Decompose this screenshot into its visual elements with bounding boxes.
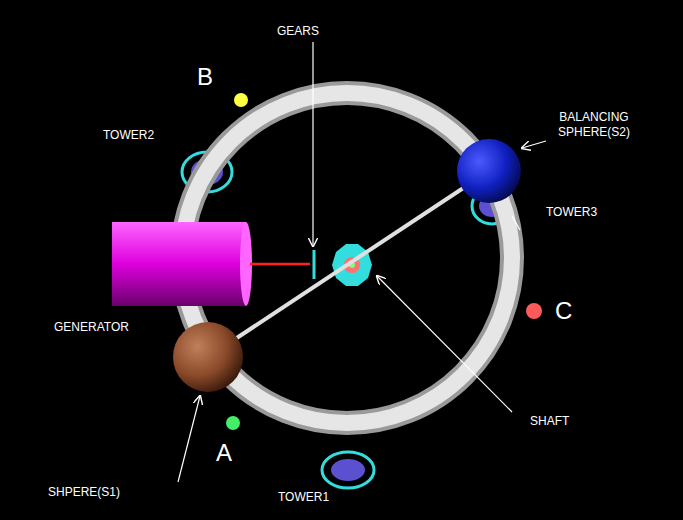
part-label: SHPERE(S1) <box>48 485 120 500</box>
part-label: TOWER2 <box>103 128 154 143</box>
point-marker <box>226 416 240 430</box>
point-marker <box>526 303 542 319</box>
generator-symbol <box>112 222 310 306</box>
sphere-s2 <box>457 139 521 203</box>
point-label: B <box>197 64 213 90</box>
point-label: C <box>555 298 572 324</box>
part-label: TOWER1 <box>278 490 329 505</box>
part-label: SHAFT <box>530 414 569 429</box>
leader-line <box>178 42 546 482</box>
part-label: BALANCING SPHERE(S2) <box>549 110 639 140</box>
sphere-s1 <box>173 322 243 392</box>
tower <box>182 152 512 488</box>
part-label: GENERATOR <box>54 320 129 335</box>
rod <box>208 171 489 357</box>
part-label: TOWER3 <box>546 205 597 220</box>
point-marker <box>234 93 248 107</box>
part-label: GEARS <box>277 24 319 39</box>
point-label: A <box>216 440 232 466</box>
gear <box>313 250 316 279</box>
